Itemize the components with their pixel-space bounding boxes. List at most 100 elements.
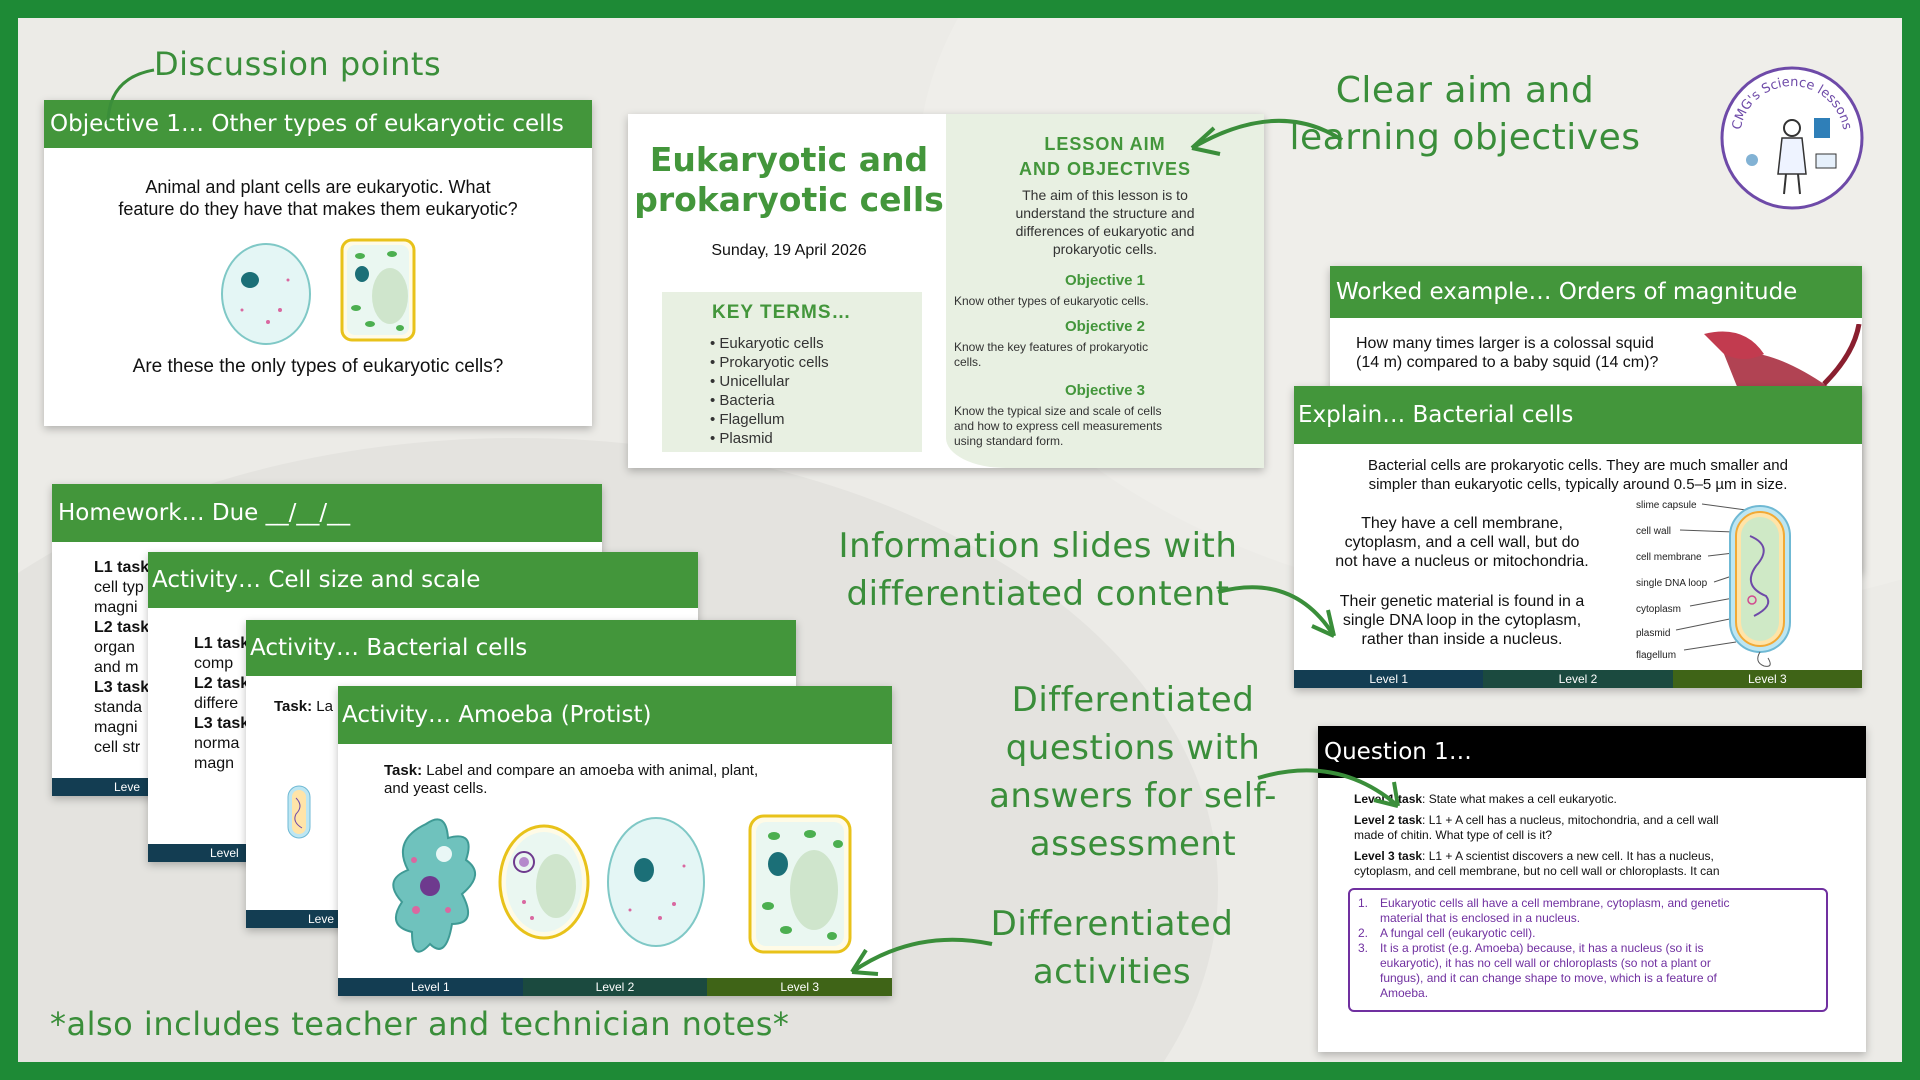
question-level-3-label: Level 3 task bbox=[1354, 849, 1423, 863]
explain-p1-line: They have a cell membrane, bbox=[1361, 515, 1563, 532]
worked-example-title: Worked example… Orders of magnitude bbox=[1330, 266, 1862, 318]
bacterial-activity-task: Task: La bbox=[274, 698, 333, 715]
size-l3-label: L3 task bbox=[194, 715, 250, 732]
objective-slide-title: Objective 1… Other types of eukaryotic c… bbox=[44, 100, 592, 148]
level-3-tab: Level 3 bbox=[707, 978, 892, 996]
title-slide: Eukaryotic and prokaryotic cells Sunday,… bbox=[628, 114, 1264, 468]
explain-p2-line: Their genetic material is found in a bbox=[1339, 593, 1585, 610]
arrow-discussion bbox=[106, 68, 155, 125]
objective-3-text-line: Know the typical size and scale of cells bbox=[954, 404, 1162, 418]
level-2-tab: Level 2 bbox=[1483, 670, 1673, 688]
aim-text-line: differences of eukaryotic and bbox=[1015, 223, 1195, 239]
callout-line: answers for self- bbox=[989, 776, 1277, 816]
aim-heading-line: LESSON AIM bbox=[1044, 134, 1166, 154]
key-terms-box: KEY TERMS… • Eukaryotic cells • Prokaryo… bbox=[662, 292, 922, 452]
size-line: magn bbox=[194, 755, 235, 772]
key-term-text: Unicellular bbox=[719, 373, 790, 390]
level-3-tab: Level 3 bbox=[1672, 670, 1862, 688]
bacterial-activity-title: Activity… Bacterial cells bbox=[246, 620, 796, 676]
objective-3-text-line: and how to express cell measurements bbox=[954, 419, 1163, 433]
cell-size-slide-title: Activity… Cell size and scale bbox=[148, 552, 698, 608]
question-slide: Question 1… Level 1 task: State what mak… bbox=[1318, 726, 1866, 1052]
key-term-item: • Eukaryotic cells bbox=[710, 335, 824, 352]
callout-line: differentiated content bbox=[846, 574, 1230, 614]
arrow-activities bbox=[850, 937, 993, 976]
logo: CMG's Science lessons bbox=[1718, 64, 1866, 212]
answer-text: It is a protist (e.g. Amoeba) because, i… bbox=[1380, 941, 1717, 1001]
key-terms-heading: KEY TERMS… bbox=[712, 302, 852, 323]
callout-line: activities bbox=[1032, 952, 1192, 992]
cell-size-tasks: L1 task comp L2 task differe L3 task nor… bbox=[194, 634, 249, 774]
answer-line: Eukaryotic cells all have a cell membran… bbox=[1380, 896, 1730, 910]
homework-line: magni bbox=[94, 719, 138, 736]
task-label: Task: bbox=[384, 762, 423, 779]
worked-text-line: (14 m) compared to a baby squid (14 cm)? bbox=[1356, 354, 1659, 371]
animal-cell-image-2 bbox=[607, 817, 705, 947]
explain-paragraph-1: They have a cell membrane, cytoplasm, an… bbox=[1314, 514, 1610, 571]
question-level-2: Level 2 task: L1 + A cell has a nucleus,… bbox=[1354, 813, 1720, 843]
explain-intro: Bacterial cells are prokaryotic cells. T… bbox=[1294, 456, 1862, 494]
amoeba-activity-slide: Activity… Amoeba (Protist) Task: Label a… bbox=[338, 686, 892, 996]
level-1-tab: Level 1 bbox=[338, 978, 523, 996]
key-term-text: Flagellum bbox=[719, 411, 785, 428]
homework-l2-label: L2 task bbox=[94, 619, 150, 636]
aim-heading-line: AND OBJECTIVES bbox=[1018, 159, 1192, 179]
homework-l1-label: L1 task bbox=[94, 559, 150, 576]
homework-level-label: Leve bbox=[114, 780, 141, 794]
key-terms-list: • Eukaryotic cells • Prokaryotic cells •… bbox=[710, 334, 829, 448]
objective-2-text-line: cells. bbox=[954, 355, 982, 369]
callout-line: Differentiated bbox=[990, 904, 1234, 944]
objective-3-heading: Objective 3 bbox=[1064, 382, 1146, 399]
bacteria-label: cytoplasm bbox=[1636, 604, 1682, 615]
question-level-2-label: Level 2 task bbox=[1354, 813, 1423, 827]
answer-text: Eukaryotic cells all have a cell membran… bbox=[1380, 896, 1730, 926]
explain-paragraph-2: Their genetic material is found in a sin… bbox=[1314, 592, 1610, 649]
callout-aim-objectives: Clear aim and learning objectives bbox=[1280, 68, 1650, 162]
question-slide-title: Question 1… bbox=[1318, 726, 1866, 778]
cell-size-level-label: Level bbox=[210, 846, 239, 860]
aim-text-line: prokaryotic cells. bbox=[1052, 241, 1158, 257]
task-text: and yeast cells. bbox=[384, 780, 488, 797]
answer-line: fungus), and it can change shape to move… bbox=[1380, 971, 1717, 985]
plant-cell-image-2 bbox=[748, 814, 852, 954]
key-term-text: Plasmid bbox=[719, 430, 773, 447]
answer-item: 2.A fungal cell (eukaryotic cell). bbox=[1358, 926, 1818, 941]
key-term-item: • Flagellum bbox=[710, 411, 785, 428]
size-line: norma bbox=[194, 735, 240, 752]
showcase-frame: Objective 1… Other types of eukaryotic c… bbox=[18, 18, 1902, 1062]
lesson-title: Eukaryotic and prokaryotic cells bbox=[628, 140, 950, 220]
lesson-title-line: prokaryotic cells bbox=[634, 180, 944, 219]
answer-line: A fungal cell (eukaryotic cell). bbox=[1380, 926, 1536, 940]
key-term-item: • Prokaryotic cells bbox=[710, 354, 829, 371]
title-slide-aim-panel bbox=[946, 114, 1264, 468]
homework-l3: L3 task bbox=[94, 678, 149, 698]
callout-line: Information slides with bbox=[838, 526, 1238, 566]
callout-line: questions with bbox=[1005, 728, 1261, 768]
size-l1: L1 task bbox=[194, 634, 249, 654]
level-1-tab: Level 1 bbox=[1294, 670, 1484, 688]
key-term-text: Prokaryotic cells bbox=[719, 354, 829, 371]
lesson-title-line: Eukaryotic and bbox=[649, 140, 929, 179]
question-level-3-text: : L1 + A scientist discovers a new cell.… bbox=[1422, 849, 1714, 863]
answers-box: 1.Eukaryotic cells all have a cell membr… bbox=[1348, 888, 1828, 1012]
task-label: Task: bbox=[274, 698, 313, 715]
explain-p2-line: single DNA loop in the cytoplasm, bbox=[1342, 612, 1582, 629]
key-term-item: • Unicellular bbox=[710, 373, 790, 390]
question-level-1-text: : State what makes a cell eukaryotic. bbox=[1422, 792, 1617, 806]
key-term-text: Bacteria bbox=[719, 392, 775, 409]
callout-differentiated-activities: Differentiated activities bbox=[962, 900, 1262, 996]
arrow-aim bbox=[1190, 118, 1344, 156]
amoeba-image bbox=[392, 818, 476, 953]
callout-line: assessment bbox=[1029, 824, 1237, 864]
amoeba-task: Task: Label and compare an amoeba with a… bbox=[384, 762, 758, 798]
bacterium-thumbnail bbox=[287, 785, 311, 839]
plant-cell-image bbox=[340, 238, 416, 342]
objective-3-text-line: using standard form. bbox=[954, 434, 1064, 448]
question-tasks: Level 1 task: State what makes a cell eu… bbox=[1354, 792, 1720, 879]
homework-line: standa bbox=[94, 699, 143, 716]
explain-intro-line: simpler than eukaryotic cells, typically… bbox=[1368, 476, 1788, 493]
answer-line: Amoeba. bbox=[1380, 986, 1429, 1000]
bacteria-label: single DNA loop bbox=[1636, 578, 1708, 589]
homework-line: cell typ bbox=[94, 579, 144, 596]
callout-differentiated-questions: Differentiated questions with answers fo… bbox=[968, 676, 1298, 868]
